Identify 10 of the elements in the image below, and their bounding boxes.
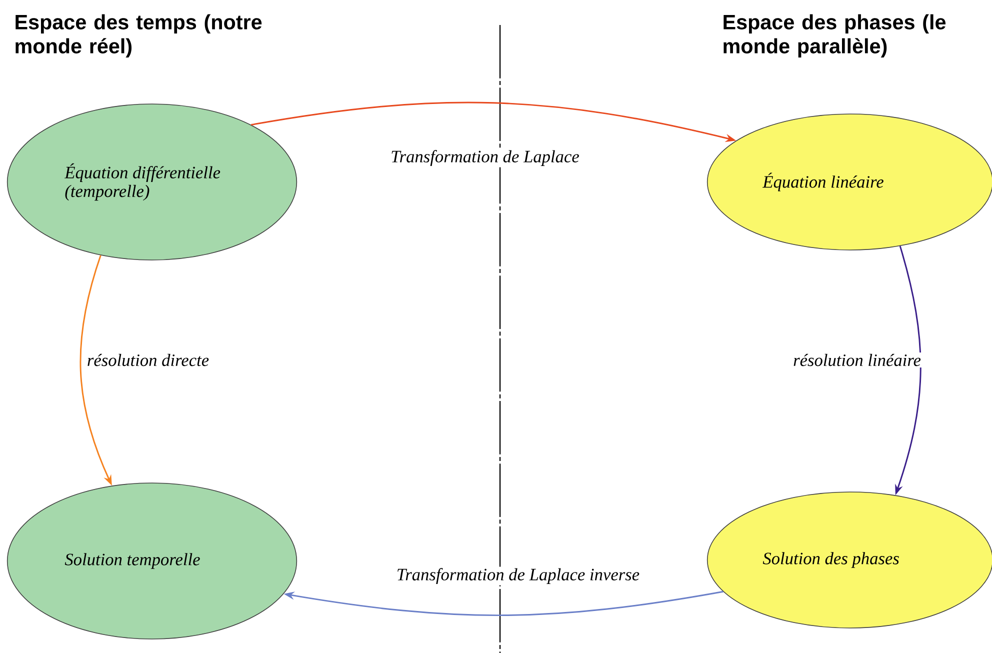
heading: Espace des temps (notre monde réel) — [16, 14, 262, 58]
ellipse-node: Solution des phases — [706, 492, 992, 628]
edge-label: Transformation de Laplace inverse — [398, 568, 640, 584]
ellipse-node: Équation linéaire — [706, 114, 992, 250]
heading: Espace des phases (le monde parallèle) — [724, 14, 946, 58]
edge-label: Transformation de Laplace — [392, 150, 579, 166]
edge-label: résolution directe — [88, 354, 209, 366]
ellipse-node: Solution temporelle — [6, 482, 298, 640]
edge-label: résolution linéaire — [794, 354, 921, 366]
ellipse-node: Équation différentielle (temporelle) — [6, 104, 298, 260]
